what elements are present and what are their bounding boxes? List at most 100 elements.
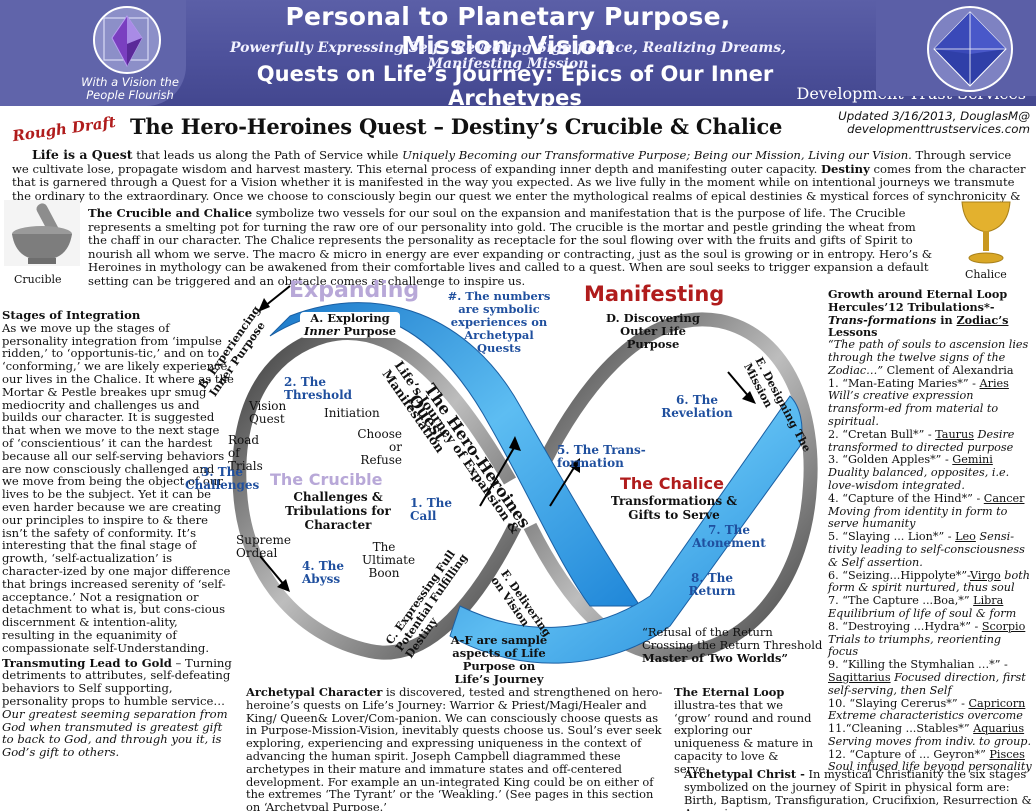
growth-subtitle: Hercules’12 Tribulations*- Trans-formati… xyxy=(828,300,1034,340)
stage-challenges: 3. The Challenges xyxy=(185,465,260,492)
zodiac-item-title: 2. “Cretan Bull*” - xyxy=(828,427,936,441)
quote-author: Clement of Alexandria xyxy=(883,363,1014,377)
manifesting-band xyxy=(449,395,803,664)
header-quests: Quests on Life’s Journey: Epics of Our I… xyxy=(256,62,774,110)
zodiac-item-desc: Soul infused life beyond personality xyxy=(828,760,1032,774)
crucible-subtitle: Challenges & Tribulations for Character xyxy=(285,490,391,532)
road-trials-label: Road of Trials xyxy=(228,433,263,473)
zodiac-item-title: 1. “Man-Eating Maries*” - xyxy=(828,376,980,390)
ultimate-boon-label: The Ultimate Boon xyxy=(362,540,416,580)
chalice-subtitle: Transformations & Gifts to Serve xyxy=(610,494,738,522)
vision-quest-label: Vision Quest xyxy=(249,399,287,426)
zodiac-list: 1. “Man-Eating Maries*” - Aries Will’s c… xyxy=(828,376,1034,775)
infinity-loop-diagram xyxy=(232,285,818,664)
zodiac-item: 6. “Seizing...Hippolyte*”-Virgo both for… xyxy=(828,568,1034,596)
zodiac-item-desc: Duality balanced, opposites, i.e. love-w… xyxy=(828,466,1010,492)
eternal-loop-text: illustra-tes that we ‘grow’ round and ro… xyxy=(674,697,814,776)
zodiac-link[interactable]: Zodiac’s xyxy=(956,312,1009,327)
chalice-caption: Chalice xyxy=(965,268,1007,281)
zodiac-item-title: 12. “Capture of ... Geyron*” xyxy=(828,747,990,761)
transmuting-italic: Our greatest seeming separation from God… xyxy=(2,706,228,760)
zodiac-item-title: 9. “Killing the Stymhalian …*” - xyxy=(828,658,1008,672)
octahedron-icon xyxy=(927,6,1013,92)
zodiac-sign-link[interactable]: Taurus xyxy=(935,427,974,441)
transmuting-lead: Transmuting Lead to Gold xyxy=(2,655,172,670)
intro-text2: Through service we cultivate lose, propa… xyxy=(12,148,1012,176)
transmuting-text: – Turning detriments to attributes, self… xyxy=(2,655,232,708)
a-italic: Inner xyxy=(303,324,340,338)
stage-abyss: 4. The Abyss xyxy=(302,559,344,586)
zodiac-item-desc: Trials to triumphs, reorienting focus xyxy=(828,632,1002,659)
zodiac-item-title: 4. “Capture of the Hind*” - xyxy=(828,491,984,505)
refusal-text: “Refusal of the Return Crossing the Retu… xyxy=(642,625,823,652)
zodiac-item-desc: Will’s creative expression transform-ed … xyxy=(828,389,999,428)
zodiac-item: 3. “Golden Apples*” - Gemini Duality bal… xyxy=(828,453,1034,492)
christ-text: In mystical Christianity the six stages … xyxy=(684,767,1032,811)
zodiac-sign-link[interactable]: Gemini xyxy=(952,453,993,467)
crucible-paragraph: The Crucible and Chalice symbolize two v… xyxy=(88,206,938,289)
intro-destiny: Destiny xyxy=(820,161,870,176)
stage-transformation: 5. The Trans-formation xyxy=(557,443,646,470)
zodiac-sign-link[interactable]: Scorpio xyxy=(981,619,1026,633)
zodiac-sign-link[interactable]: Pisces xyxy=(989,747,1025,761)
zodiac-sign-link[interactable]: Aquarius xyxy=(973,722,1025,736)
zodiac-item: 1. “Man-Eating Maries*” - Aries Will’s c… xyxy=(828,376,1034,429)
updated-note: Updated 3/16/2013, DouglasM@ development… xyxy=(838,110,1030,136)
zodiac-item: 10. “Slaying Cererus*” - Capricorn Extre… xyxy=(828,696,1034,724)
zodiac-sign-link[interactable]: Sagittarius xyxy=(828,670,891,684)
transmuting-paragraph: Transmuting Lead to Gold – Turning detri… xyxy=(2,655,234,760)
zodiac-item-title: 11.“Cleaning ...Stables*” xyxy=(828,722,974,736)
crystal-cube-icon xyxy=(93,6,161,74)
zodiac-item: 7. “The Capture ...Boa,*” Libra Equilibr… xyxy=(828,594,1034,621)
doc-title: The Hero-Heroines Quest – Destiny’s Cruc… xyxy=(130,114,783,139)
zodiac-item-desc: Focused direction, first self-serving, t… xyxy=(828,670,1026,697)
crucible-lead: The Crucible and Chalice xyxy=(88,206,253,220)
stage-call: 1. The Call xyxy=(410,496,452,523)
d-label: D. Discovering xyxy=(606,311,700,325)
stages-title: Stages of Integration xyxy=(2,308,141,322)
numbers-note: #. The numbers are symbolic experiences … xyxy=(447,289,551,355)
zodiac-item-desc: Serving moves from indiv. to group. xyxy=(828,734,1032,748)
draft-label: Rough Draft xyxy=(11,112,117,146)
christ-paragraph: Archetypal Christ - In mystical Christia… xyxy=(684,768,1034,811)
intro-lead: Life is a Quest xyxy=(32,147,133,162)
crucible-caption: Crucible xyxy=(14,273,62,286)
zodiac-sign-link[interactable]: Aries xyxy=(979,376,1009,390)
christ-lead: Archetypal Christ - xyxy=(684,767,805,781)
zodiac-sign-link[interactable]: Virgo xyxy=(970,568,1001,582)
zodiac-sign-link[interactable]: Libra xyxy=(973,594,1004,608)
zodiac-item: 5. “Slaying ... Lion*” - Leo Sensi-tivit… xyxy=(828,530,1034,569)
crucible-ring xyxy=(232,325,522,660)
stage-revelation: 6. The Revelation xyxy=(661,393,733,420)
zodiac-item-desc: Moving from identity in form to serve hu… xyxy=(828,504,1008,531)
stage-return: 8. The Return xyxy=(688,571,736,598)
zodiac-item-title: 6. “Seizing...Hippolyte*”- xyxy=(828,568,971,582)
zodiac-sign-link[interactable]: Leo xyxy=(955,530,976,544)
manifesting-label: Manifesting xyxy=(584,282,725,306)
a-label: A. Exploring xyxy=(310,311,390,325)
stages-column: Stages of Integration As we move up the … xyxy=(2,309,234,759)
crucible-text: symbolize two vessels for our soul on th… xyxy=(88,206,933,288)
initiation-label: Initiation xyxy=(324,406,380,420)
zodiac-sign-link[interactable]: Cancer xyxy=(983,491,1025,505)
archetypal-paragraph: Archetypal Character is discovered, test… xyxy=(246,686,670,811)
refusal-note: “Refusal of the Return Crossing the Retu… xyxy=(642,626,826,665)
a-rest: Purpose xyxy=(339,324,397,338)
eternal-loop-paragraph: The Eternal Loop illustra-tes that we ‘g… xyxy=(674,686,814,776)
zodiac-item-desc: Desire transformed to directed purpose xyxy=(828,427,1015,454)
chalice-title: The Chalice xyxy=(620,474,724,493)
intro-italic: Uniquely Becoming our Transformative Pur… xyxy=(402,148,912,162)
eternal-loop-lead: The Eternal Loop xyxy=(674,685,785,699)
zodiac-item-desc: Equilibrium of life of soul & form xyxy=(828,606,1017,620)
updated-line2: developmenttrustservices.com xyxy=(847,122,1030,136)
zodiac-item: 2. “Cretan Bull*” - Taurus Desire transf… xyxy=(828,427,1034,455)
crucible-title: The Crucible xyxy=(270,470,383,489)
zodiac-sign-link[interactable]: Capricorn xyxy=(968,696,1026,710)
choose-refuse-label: Choose or Refuse xyxy=(357,427,402,467)
zodiac-item-desc: Extreme characteristics overcome xyxy=(828,709,1023,723)
stage-threshold: 2. The Threshold xyxy=(284,375,353,402)
chalice-image xyxy=(961,201,1011,264)
sub-c: in xyxy=(936,312,957,327)
sub-d: Lessons xyxy=(828,325,878,340)
